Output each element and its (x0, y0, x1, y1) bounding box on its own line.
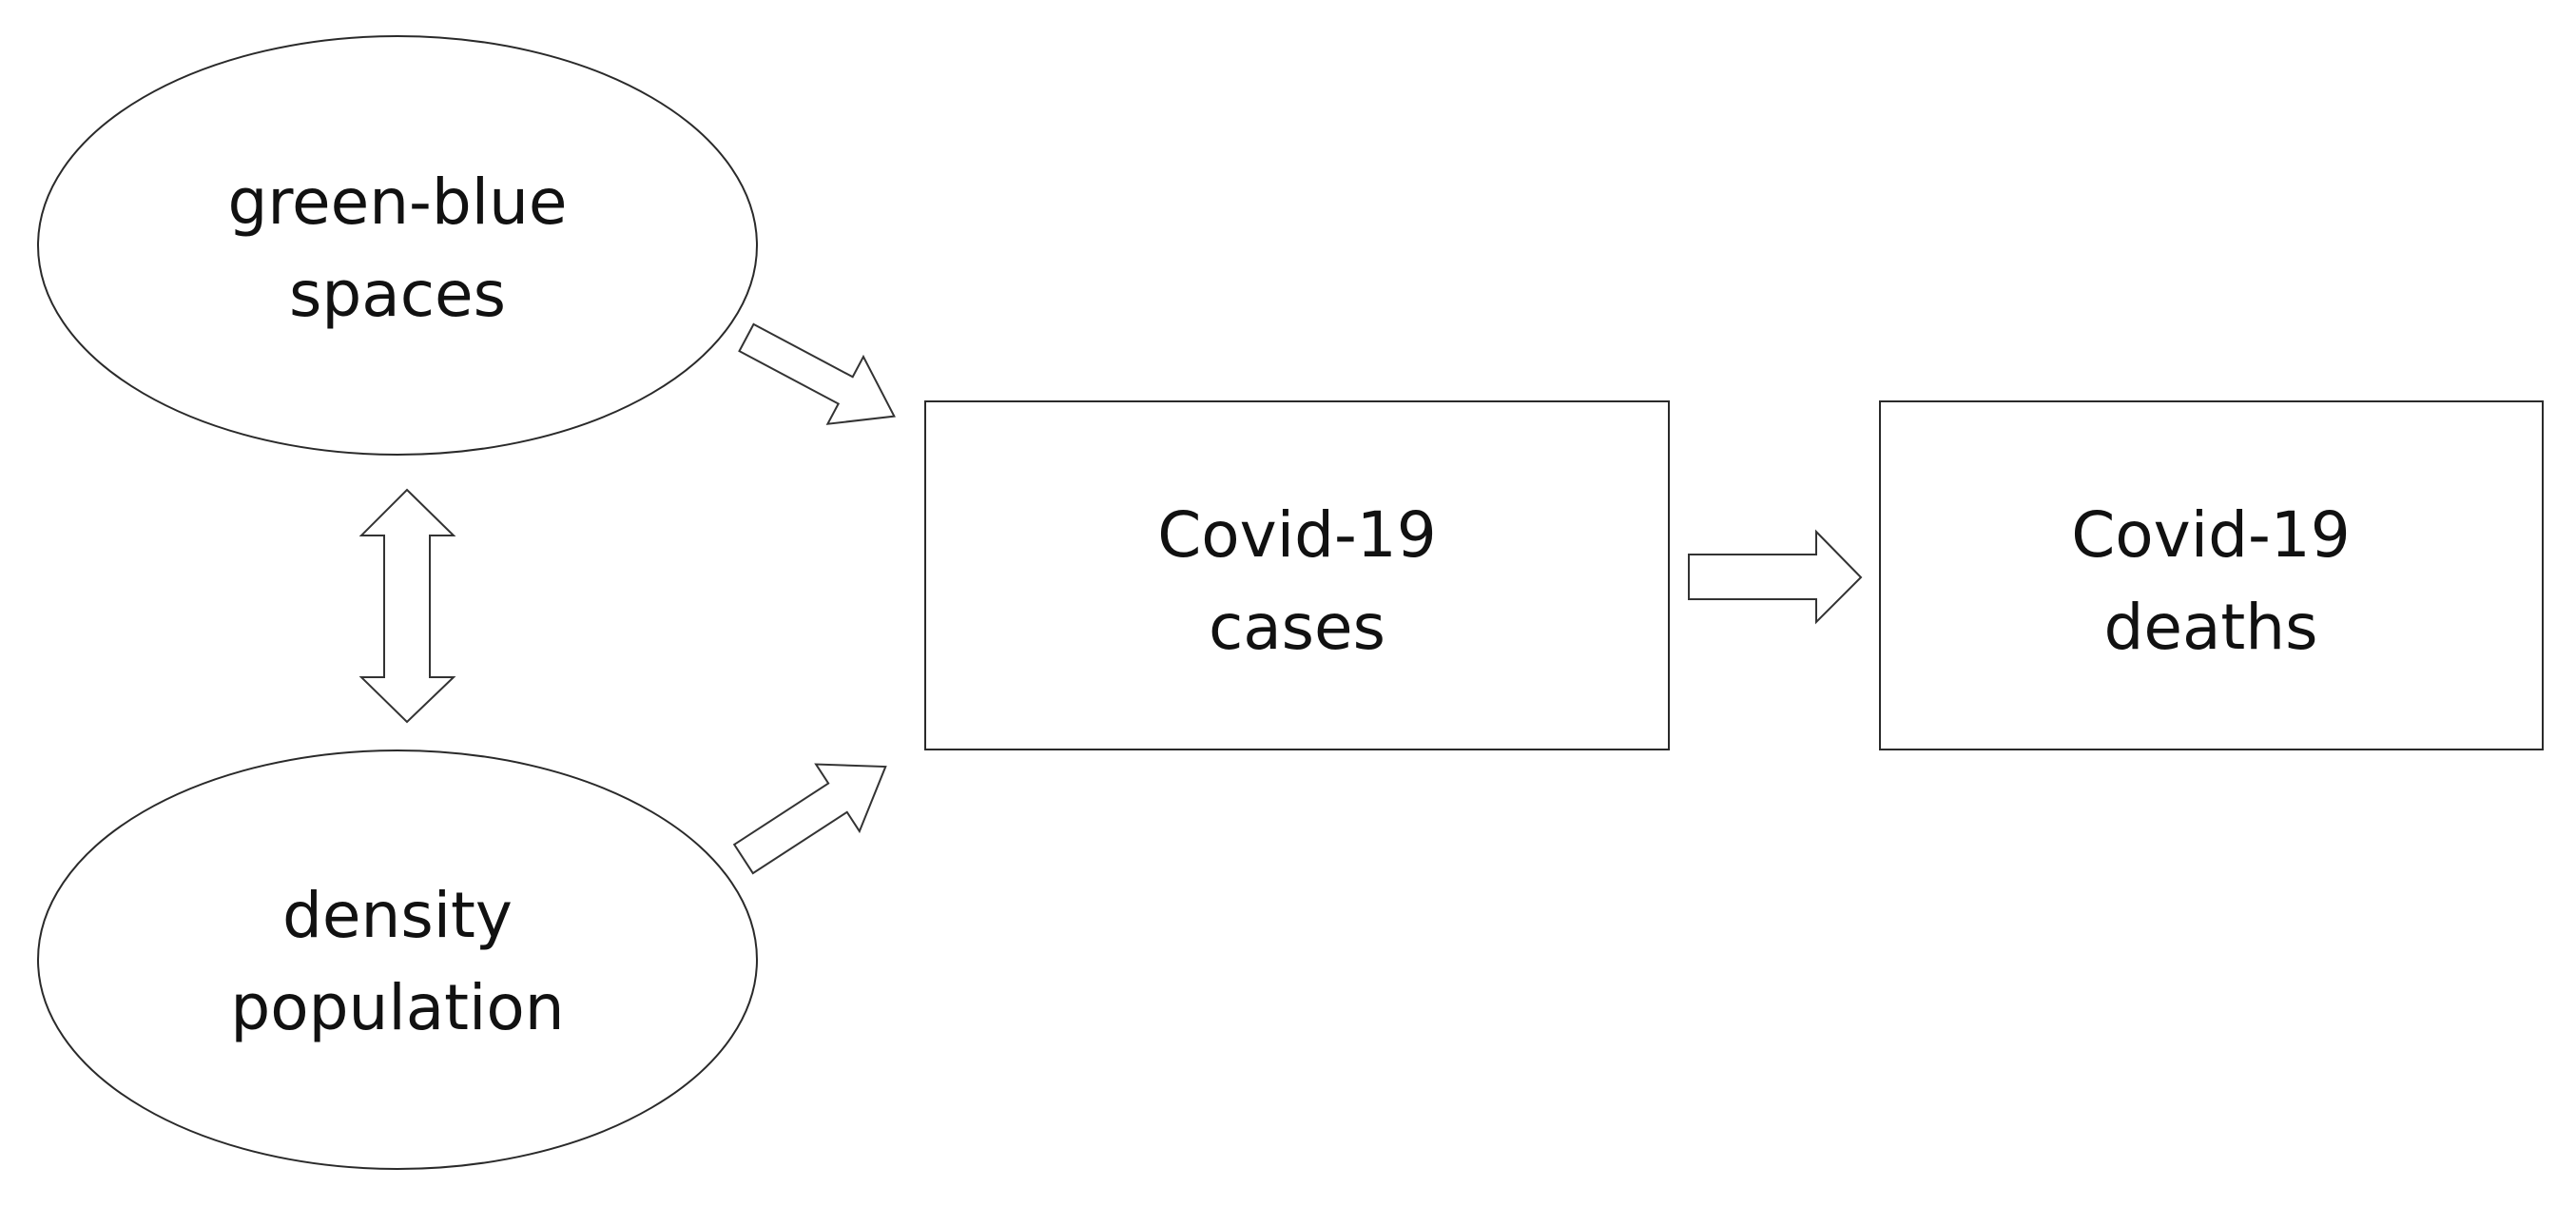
arrow-bidirectional-icon (358, 488, 456, 724)
rectangle-shape (924, 400, 1670, 750)
node-label-line2: cases (1209, 591, 1385, 664)
node-label-line1: green-blue (227, 165, 567, 239)
node-covid-deaths: Covid-19 deaths (1879, 400, 2544, 750)
arrow-cases-to-deaths-icon (1688, 529, 1863, 625)
node-label-line1: Covid-19 (2071, 498, 2351, 572)
rectangle-shape (1879, 400, 2544, 750)
node-label-line2: deaths (2103, 591, 2317, 664)
node-density-population: density population (37, 750, 758, 1170)
node-green-blue-spaces: green-blue spaces (37, 35, 758, 456)
node-label-line1: density (282, 879, 513, 952)
arrow-density-to-cases-icon (732, 763, 887, 875)
ellipse-shape (37, 750, 758, 1170)
node-label-line2: spaces (289, 258, 506, 331)
node-label-line2: population (230, 971, 564, 1044)
node-label-line1: Covid-19 (1157, 498, 1437, 572)
arrow-green-blue-to-cases-icon (738, 322, 896, 425)
node-covid-cases: Covid-19 cases (924, 400, 1670, 750)
ellipse-shape (37, 35, 758, 456)
